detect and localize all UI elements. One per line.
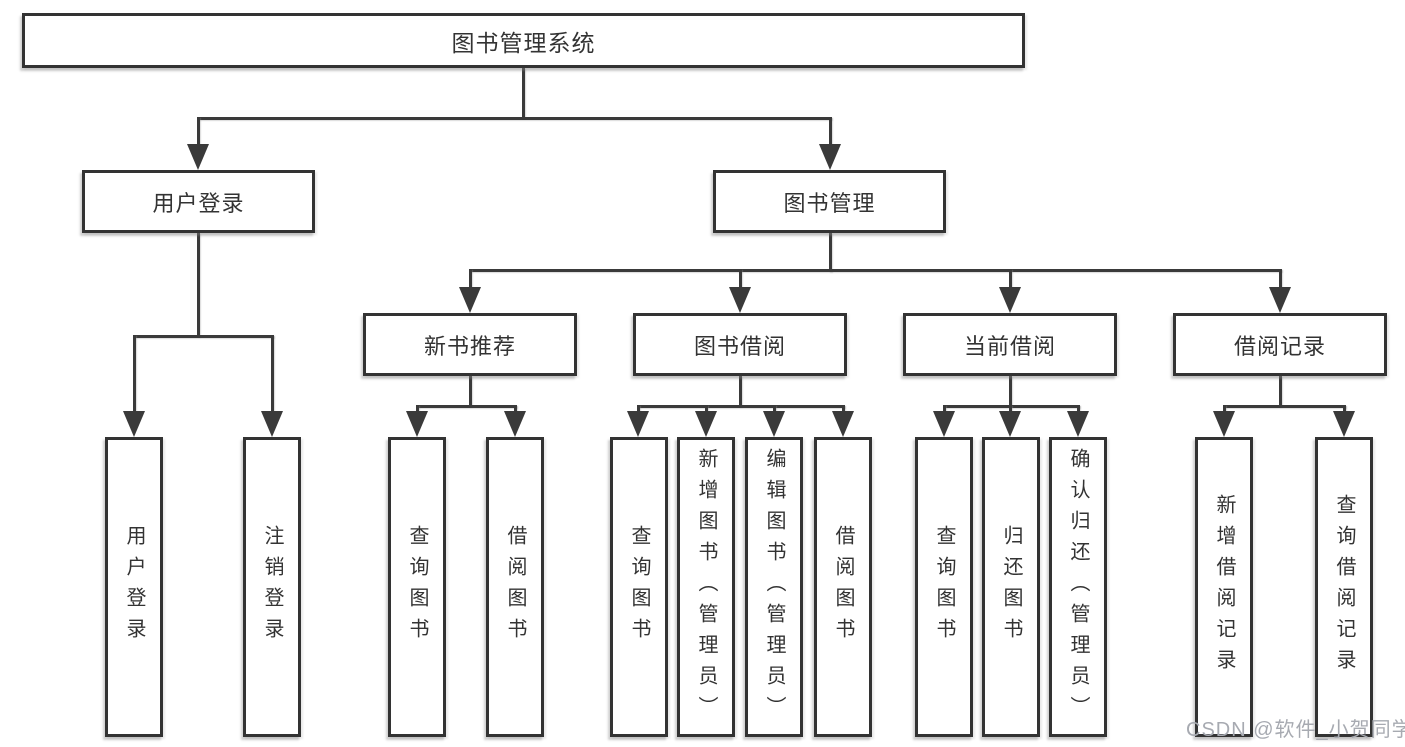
connector-line	[197, 117, 200, 146]
arrowhead-down	[627, 411, 649, 437]
arrowhead-down	[1213, 411, 1235, 437]
leaf-query-books-1-label: 查询图书	[406, 525, 428, 649]
node-new-book-recommend: 新书推荐	[363, 313, 577, 376]
node-new-book-recommend-label: 新书推荐	[423, 333, 516, 359]
connector-line	[739, 376, 742, 407]
leaf-add-book-admin: 新增图书（管理员）	[677, 437, 735, 737]
leaf-borrow-books-2-label: 借阅图书	[832, 525, 854, 649]
node-current-borrow: 当前借阅	[903, 313, 1117, 376]
connector-line	[133, 335, 136, 413]
leaf-logout-label: 注销登录	[261, 525, 283, 649]
node-root-label: 图书管理系统	[451, 29, 596, 56]
node-user-login-label: 用户登录	[152, 190, 245, 216]
connector-line	[197, 233, 200, 337]
connector-line	[829, 233, 832, 272]
leaf-edit-book-admin: 编辑图书（管理员）	[745, 437, 803, 737]
leaf-edit-book-admin-label: 编辑图书（管理员）	[763, 447, 785, 727]
connector-line	[1009, 376, 1012, 407]
arrowhead-down	[832, 411, 854, 437]
node-borrow-records-label: 借阅记录	[1233, 333, 1326, 359]
connector-line	[705, 405, 708, 413]
arrowhead-down	[695, 411, 717, 437]
leaf-user-login: 用户登录	[105, 437, 163, 737]
leaf-add-book-admin-label: 新增图书（管理员）	[695, 447, 717, 727]
arrowhead-down	[729, 287, 751, 313]
node-borrow-records: 借阅记录	[1173, 313, 1387, 376]
node-current-borrow-label: 当前借阅	[963, 333, 1056, 359]
connector-line	[637, 405, 640, 413]
leaf-return-book: 归还图书	[982, 437, 1040, 737]
arrowhead-down	[999, 287, 1021, 313]
node-book-management: 图书管理	[713, 170, 946, 233]
arrowhead-down	[459, 287, 481, 313]
connector-line	[1279, 269, 1282, 289]
connector-line	[1077, 405, 1080, 413]
leaf-borrow-books-1: 借阅图书	[486, 437, 544, 737]
connector-line	[1223, 405, 1346, 408]
connector-line	[522, 68, 525, 118]
leaf-query-books-3: 查询图书	[915, 437, 973, 737]
connector-line	[1279, 376, 1282, 407]
connector-line	[943, 405, 946, 413]
leaf-add-borrow-record: 新增借阅记录	[1195, 437, 1253, 737]
csdn-watermark: CSDN @软件_小贺同学	[1186, 719, 1405, 741]
connector-line	[197, 117, 832, 120]
leaf-query-borrow-record: 查询借阅记录	[1315, 437, 1373, 737]
connector-line	[271, 335, 274, 413]
connector-line	[842, 405, 845, 413]
connector-line	[1343, 405, 1346, 413]
node-root: 图书管理系统	[22, 13, 1025, 68]
connector-line	[469, 269, 1282, 272]
node-user-login: 用户登录	[82, 170, 315, 233]
connector-line	[133, 335, 274, 338]
connector-line	[829, 117, 832, 146]
node-book-borrow-label: 图书借阅	[693, 333, 786, 359]
connector-line	[1009, 269, 1012, 289]
connector-line	[1223, 405, 1226, 413]
arrowhead-down	[504, 411, 526, 437]
connector-line	[773, 405, 776, 413]
leaf-logout: 注销登录	[243, 437, 301, 737]
leaf-borrow-books-2: 借阅图书	[814, 437, 872, 737]
leaf-return-book-label: 归还图书	[1000, 525, 1022, 649]
leaf-query-books-2: 查询图书	[610, 437, 668, 737]
arrowhead-down	[1269, 287, 1291, 313]
arrowhead-down	[819, 144, 841, 170]
arrowhead-down	[1067, 411, 1089, 437]
leaf-query-books-2-label: 查询图书	[628, 525, 650, 649]
leaf-query-books-1: 查询图书	[388, 437, 446, 737]
connector-line	[637, 405, 845, 408]
arrowhead-down	[406, 411, 428, 437]
arrowhead-down	[123, 411, 145, 437]
node-book-borrow: 图书借阅	[633, 313, 847, 376]
leaf-query-borrow-record-label: 查询借阅记录	[1333, 494, 1355, 680]
leaf-borrow-books-1-label: 借阅图书	[504, 525, 526, 649]
arrowhead-down	[763, 411, 785, 437]
arrowhead-down	[261, 411, 283, 437]
node-book-management-label: 图书管理	[783, 190, 876, 216]
arrowhead-down	[187, 144, 209, 170]
connector-line	[469, 269, 472, 289]
connector-line	[416, 405, 419, 413]
connector-line	[1009, 405, 1012, 413]
leaf-confirm-return-admin-label: 确认归还（管理员）	[1067, 447, 1089, 727]
connector-line	[514, 405, 517, 413]
arrowhead-down	[933, 411, 955, 437]
connector-line	[739, 269, 742, 289]
leaf-query-books-3-label: 查询图书	[933, 525, 955, 649]
connector-line	[416, 405, 517, 408]
leaf-add-borrow-record-label: 新增借阅记录	[1213, 494, 1235, 680]
arrowhead-down	[999, 411, 1021, 437]
leaf-user-login-label: 用户登录	[123, 525, 145, 649]
leaf-confirm-return-admin: 确认归还（管理员）	[1049, 437, 1107, 737]
connector-line	[469, 376, 472, 407]
arrowhead-down	[1333, 411, 1355, 437]
